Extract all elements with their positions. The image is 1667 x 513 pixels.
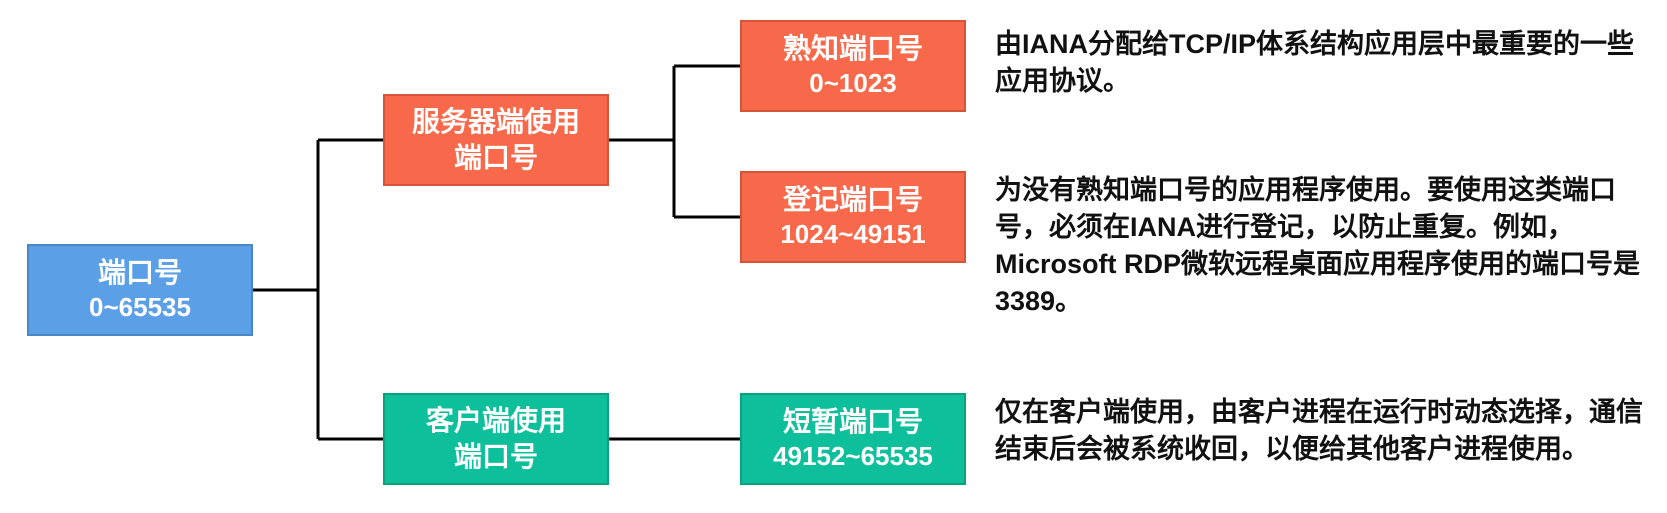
client-title: 客户端使用 [425, 404, 566, 436]
ephemeral-port-box: 短暂端口号 49152~65535 [740, 393, 966, 485]
server-title: 服务器端使用 [411, 105, 580, 137]
well-known-port-box: 熟知端口号 0~1023 [740, 20, 966, 112]
well-known-description: 由IANA分配给TCP/IP体系结构应用层中最重要的一些应用协议。 [995, 29, 1635, 96]
client-subtitle: 端口号 [453, 441, 538, 472]
ephemeral-description: 仅在客户端使用，由客户进程在运行时动态选择，通信结束后会被系统收回，以便给其他客… [995, 397, 1643, 464]
root-title: 端口号 [97, 256, 182, 288]
client-port-box: 客户端使用 端口号 [383, 393, 609, 485]
registered-port-box: 登记端口号 1024~49151 [740, 171, 966, 263]
well-known-range: 0~1023 [809, 68, 897, 99]
registered-title: 登记端口号 [782, 183, 923, 215]
server-subtitle: 端口号 [453, 142, 538, 173]
well-known-title: 熟知端口号 [782, 32, 923, 64]
registered-range: 1024~49151 [780, 219, 926, 250]
registered-description: 为没有熟知端口号的应用程序使用。要使用这类端口号，必须在IANA进行登记，以防止… [995, 175, 1641, 316]
server-port-box: 服务器端使用 端口号 [383, 94, 609, 186]
root-range: 0~65535 [89, 292, 191, 323]
ephemeral-title: 短暂端口号 [782, 405, 923, 437]
ephemeral-range: 49152~65535 [773, 441, 933, 472]
port-number-root-box: 端口号 0~65535 [27, 244, 253, 336]
